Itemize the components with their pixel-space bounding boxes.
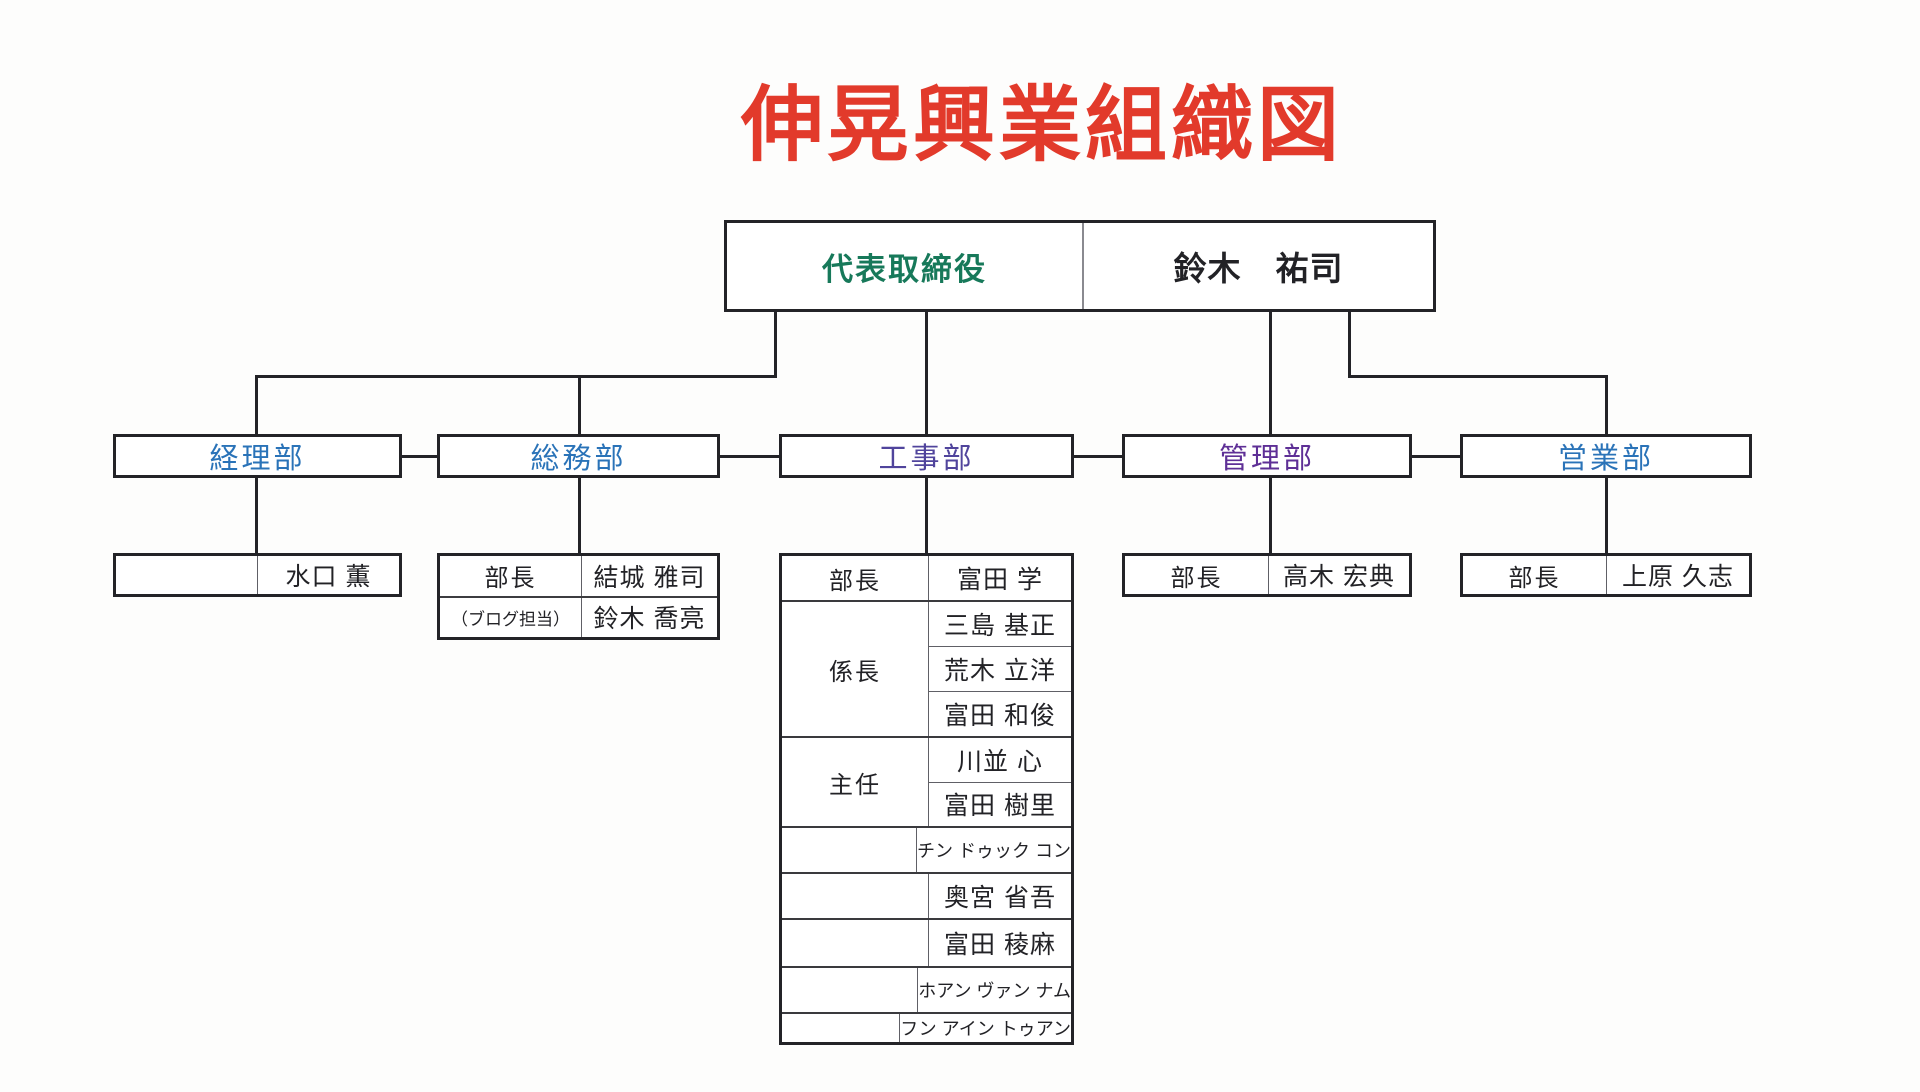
dept-label: 総務部	[530, 443, 627, 475]
connector-line	[1412, 455, 1460, 458]
connector-line	[402, 455, 437, 458]
connector-line	[1348, 375, 1608, 378]
kouji-section-member: フン アイン トゥアン	[782, 1014, 1071, 1042]
staff-name: チン ドゥック コン	[916, 841, 1071, 861]
staff-row: 水口 薫	[116, 556, 399, 594]
ceo-name: 鈴木 祐司	[1173, 250, 1344, 287]
staff-row: 部長 結城 雅司	[440, 556, 717, 596]
kouji-section-member: 富田 稜麻	[782, 920, 1071, 968]
staff-name: 富田 樹里	[944, 792, 1056, 821]
kouji-section-bucho: 部長 富田 学	[782, 556, 1071, 602]
kouji-section-kakaricho: 係長 三島 基正 荒木 立洋 富田 和俊	[782, 602, 1071, 738]
staff-row: 部長 上原 久志	[1463, 556, 1749, 594]
staff-box-keiri: 水口 薫	[113, 553, 402, 597]
staff-name: 鈴木 喬亮	[593, 605, 706, 634]
dept-label: 経理部	[209, 443, 306, 475]
staff-box-eigyo: 部長 上原 久志	[1460, 553, 1752, 597]
kouji-section-member: ホアン ヴァン ナム	[782, 968, 1071, 1014]
staff-name: 三島 基正	[929, 602, 1071, 647]
staff-table-kouji: 部長 富田 学 係長 三島 基正 荒木 立洋 富田 和俊 主任 川並 心 富田 …	[779, 553, 1074, 1045]
staff-row: 部長 高木 宏典	[1125, 556, 1409, 594]
staff-role: （ブログ担当）	[440, 597, 582, 637]
connector-line	[925, 312, 928, 435]
staff-role: 部長	[1125, 556, 1269, 594]
staff-role: 部長	[1463, 556, 1607, 594]
connector-line	[1348, 312, 1351, 378]
connector-line	[578, 478, 581, 553]
connector-line	[774, 312, 777, 378]
staff-role	[782, 920, 929, 966]
staff-role	[782, 874, 929, 918]
kouji-section-shunin: 主任 川並 心 富田 樹里	[782, 738, 1071, 828]
staff-row: （ブログ担当） 鈴木 喬亮	[440, 595, 717, 637]
connector-line	[1605, 478, 1608, 553]
ceo-box: 代表取締役 鈴木 祐司	[724, 220, 1436, 312]
staff-name: 荒木 立洋	[929, 647, 1071, 692]
staff-name: ホアン ヴァン ナム	[918, 981, 1071, 1001]
dept-box-eigyo: 営業部	[1460, 434, 1752, 478]
dept-label: 工事部	[878, 443, 975, 475]
staff-name: 結城 雅司	[593, 563, 706, 592]
dept-box-kanri: 管理部	[1122, 434, 1412, 478]
staff-name: 富田 稜麻	[944, 931, 1056, 959]
dept-box-keiri: 経理部	[113, 434, 402, 478]
staff-name: 奥宮 省吾	[944, 884, 1056, 912]
staff-role: 係長	[782, 602, 929, 736]
connector-line	[1269, 478, 1272, 553]
connector-line	[1269, 312, 1272, 435]
connector-line	[1074, 455, 1122, 458]
staff-name: フン アイン トゥアン	[900, 1019, 1071, 1039]
dept-label: 管理部	[1218, 443, 1315, 475]
staff-role: 部長	[782, 556, 929, 600]
staff-role	[116, 556, 258, 594]
connector-line	[720, 455, 779, 458]
kouji-section-member: チン ドゥック コン	[782, 828, 1071, 874]
connector-line	[925, 478, 928, 553]
kouji-section-member: 奥宮 省吾	[782, 874, 1071, 920]
staff-role: 主任	[782, 738, 929, 826]
staff-name: 上原 久志	[1622, 563, 1734, 591]
staff-role	[782, 828, 917, 872]
connector-line	[1605, 375, 1608, 435]
staff-box-soumu: 部長 結城 雅司 （ブログ担当） 鈴木 喬亮	[437, 553, 720, 640]
staff-box-kanri: 部長 高木 宏典	[1122, 553, 1412, 597]
connector-line	[255, 375, 777, 378]
staff-name: 水口 薫	[285, 563, 372, 591]
staff-name: 富田 学	[957, 566, 1043, 594]
staff-name: 富田 和俊	[944, 702, 1056, 730]
dept-box-kouji: 工事部	[779, 434, 1074, 478]
staff-name: 高木 宏典	[1283, 563, 1395, 591]
connector-line	[578, 375, 581, 435]
connector-line	[255, 375, 258, 435]
dept-box-soumu: 総務部	[437, 434, 720, 478]
staff-role: 部長	[440, 556, 582, 596]
dept-label: 営業部	[1557, 443, 1654, 475]
chart-title: 伸晃興業組織図	[740, 80, 1344, 171]
staff-role	[782, 1014, 901, 1042]
connector-line	[255, 478, 258, 553]
ceo-role-label: 代表取締役	[727, 223, 1084, 309]
staff-name: 川並 心	[929, 738, 1071, 783]
staff-role	[782, 968, 919, 1012]
